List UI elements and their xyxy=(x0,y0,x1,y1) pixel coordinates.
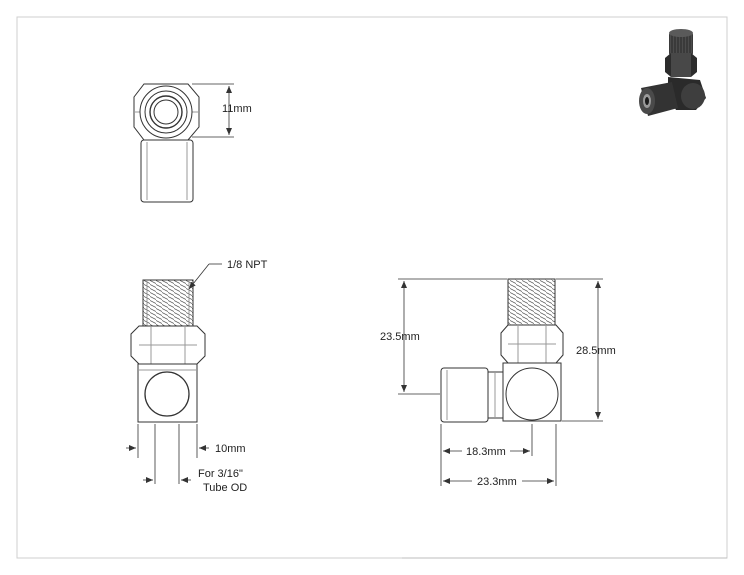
front-view xyxy=(130,279,206,423)
label-inner-height: 23.5mm xyxy=(380,331,420,343)
side-view-thread xyxy=(507,278,556,326)
side-view-body-round xyxy=(505,367,559,421)
top-view xyxy=(133,83,200,203)
front-view-thread xyxy=(142,279,194,327)
side-view-tube-nut xyxy=(440,367,489,423)
drawing-border xyxy=(16,16,728,559)
dim-hex-width xyxy=(126,424,209,458)
label-tube-od-1: For 3/16" xyxy=(198,468,243,480)
label-inner-width: 18.3mm xyxy=(466,446,506,458)
side-view xyxy=(440,278,564,423)
dim-tube-od xyxy=(143,424,191,484)
label-tube-od-2: Tube OD xyxy=(203,482,247,494)
dim-top-height xyxy=(192,83,234,138)
dim-overall-width xyxy=(443,424,557,486)
label-overall-height: 28.5mm xyxy=(576,345,616,357)
top-view-tube xyxy=(140,139,194,203)
thread-leader xyxy=(188,263,222,290)
label-overall-width: 23.3mm xyxy=(477,476,517,488)
dim-inner-height xyxy=(398,278,507,395)
elbow-fitting-3d-icon xyxy=(639,29,706,116)
front-view-tube-port xyxy=(144,371,190,417)
label-hex-width: 10mm xyxy=(215,443,246,455)
dim-inner-width xyxy=(440,424,533,486)
dim-overall-height xyxy=(556,278,603,422)
label-thread: 1/8 NPT xyxy=(227,259,268,271)
label-top-height: 11mm xyxy=(222,103,252,115)
